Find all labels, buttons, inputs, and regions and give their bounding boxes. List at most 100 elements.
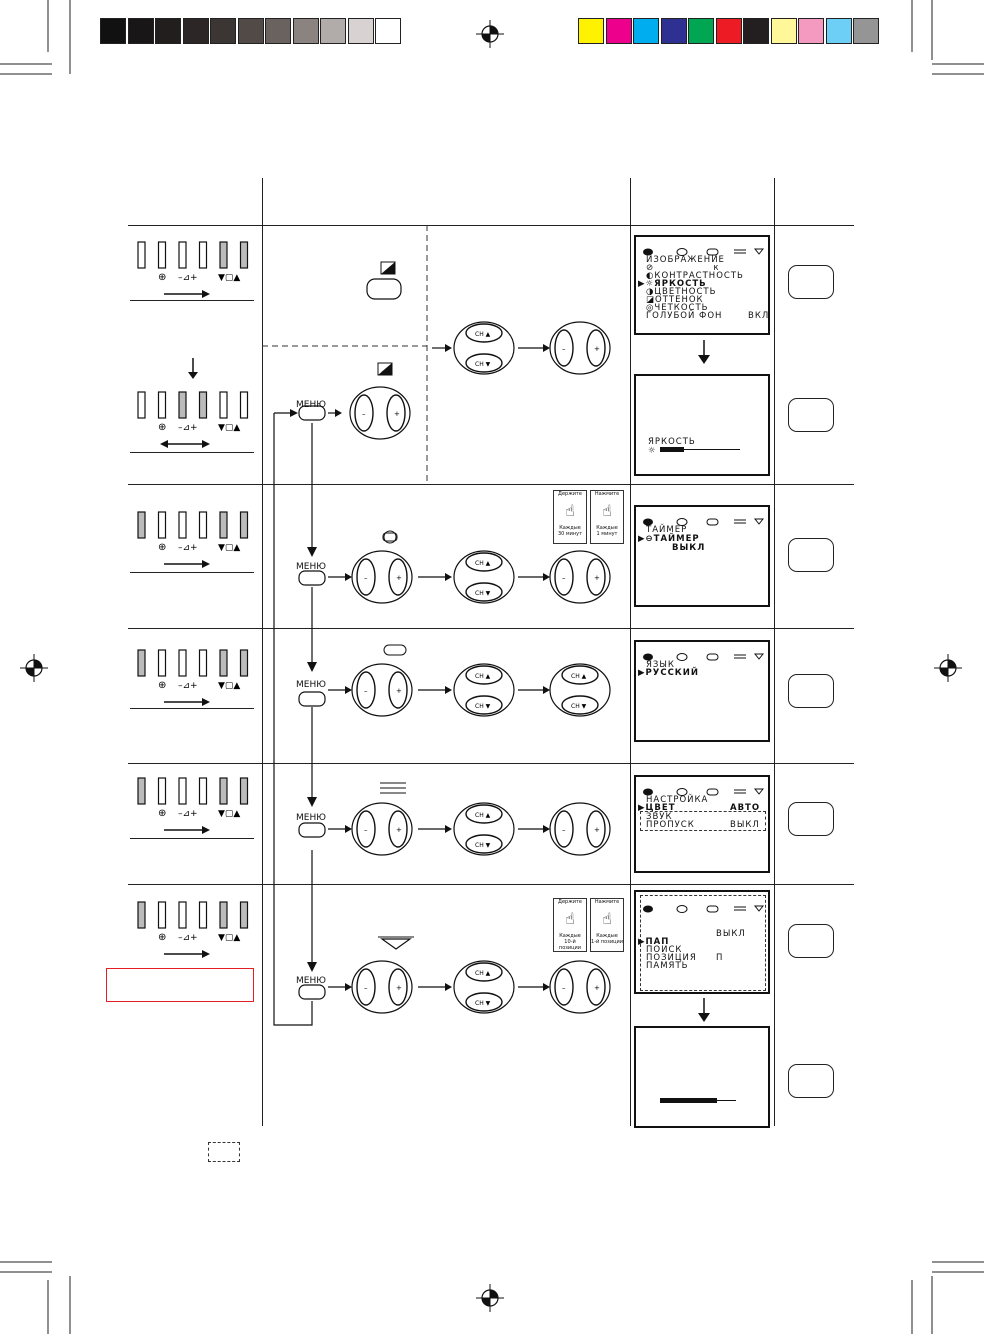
panel-rule <box>130 572 254 573</box>
panel-rule <box>130 300 254 301</box>
osd-menu-icons <box>642 782 765 796</box>
vol-minus-label: – <box>562 345 566 353</box>
osd-menu-icons <box>642 512 765 526</box>
volume-rocker-button: –+ <box>349 386 411 440</box>
ch-down-label: CH ▼ <box>475 842 491 849</box>
ch-up-label: CH ▲ <box>475 970 491 977</box>
arrow-right-icon <box>345 573 352 581</box>
color-swatch <box>798 18 824 44</box>
volume-icon: –⊿+ <box>178 423 198 433</box>
color-swatch <box>660 18 687 44</box>
brightness-bar-fill <box>660 447 684 452</box>
registration-icon <box>934 654 962 686</box>
hold-hint-title: Держите <box>558 491 582 497</box>
osd-item-timer: ▶⊖ТАЙМЕР <box>638 534 700 544</box>
arrow-right-icon <box>202 560 210 568</box>
language-tab-icon <box>706 653 719 661</box>
channel-icon: ▼▢▲ <box>218 681 240 691</box>
gray-swatch <box>347 18 374 44</box>
ch-up-label: CH ▲ <box>475 560 491 567</box>
row-divider <box>128 763 854 764</box>
osd-item-brightness: ▶☼ЯРКОСТЬ <box>638 279 707 289</box>
arrow-right-icon <box>202 826 210 834</box>
color-swatch <box>770 18 797 44</box>
osd-menu-icons <box>642 647 765 661</box>
language-label: РУССКИЙ <box>645 668 699 678</box>
note-box <box>788 674 834 708</box>
bluebg-label: ГОЛУБОЙ ФОН <box>646 311 723 321</box>
vol-minus-label: – <box>364 984 368 992</box>
note-box <box>788 924 834 958</box>
vol-plus-label: + <box>594 984 600 992</box>
position-label: ПОЗИЦИЯ <box>646 953 697 963</box>
picture-tab-icon <box>643 518 653 526</box>
channel-rocker-button: CH ▲CH ▼ <box>453 802 515 856</box>
osd-screen-picture: ИЗОБРАЖЕНИЕ ⊘ к ◐КОНТРАСТНОСТЬ ▶☼ЯРКОСТЬ… <box>634 235 770 335</box>
arrow-right-icon <box>445 573 452 581</box>
hold-hint-title: Держите <box>558 899 582 905</box>
vol-plus-label: + <box>394 410 400 418</box>
input-icon: ⊕ <box>158 808 166 819</box>
vol-minus-label: – <box>364 826 368 834</box>
color-swatch <box>743 18 769 44</box>
position-value: П <box>716 953 724 963</box>
language-tab-icon <box>706 905 719 913</box>
volume-rocker-button: –+ <box>351 960 413 1014</box>
timer-tab-icon <box>676 518 688 526</box>
osd-item-language: ▶РУССКИЙ <box>638 668 699 678</box>
osd-menu-icons <box>642 242 765 256</box>
osd-title: НАСТРОЙКА <box>646 795 709 805</box>
osd-screen-language: ЯЗЫК ▶РУССКИЙ <box>634 640 770 742</box>
warning-box <box>106 968 254 1002</box>
arrow-right-icon <box>445 344 452 352</box>
menu-button <box>298 405 326 421</box>
ch-down-label: CH ▼ <box>475 703 491 710</box>
language-tab-icon <box>706 248 719 256</box>
pointer-icon: ▶ <box>638 534 646 544</box>
panel-buttons-strip: ⊕–⊿+▼▢▲ <box>137 241 249 298</box>
osd-title: ТАЙМЕР <box>646 525 688 535</box>
osd-title: ЯЗЫК <box>646 660 675 670</box>
arrow-right-icon <box>543 686 550 694</box>
osd-item-color: ▶ЦВЕТ <box>638 804 676 813</box>
color-swatch <box>825 18 852 44</box>
channel-rocker-button: CH ▲CH ▼ <box>453 663 515 717</box>
brightness-label: ЯРКОСТЬ <box>654 279 707 289</box>
hand-press-icon: ☝ <box>602 909 612 928</box>
arrow-right-icon <box>543 344 550 352</box>
press-hint-each: Каждые <box>596 525 618 531</box>
osd-screen-timer: ТАЙМЕР ▶⊖ТАЙМЕР ВЫКЛ <box>634 505 770 607</box>
volume-rocker-button: –+ <box>549 960 611 1014</box>
timer-label: ТАЙМЕР <box>653 534 700 544</box>
volume-rocker-button: –+ <box>351 802 413 856</box>
column-divider <box>630 178 631 1126</box>
vol-minus-label: – <box>562 826 566 834</box>
gray-swatch <box>182 18 209 44</box>
hand-press-icon: ☝ <box>565 501 575 520</box>
timer-tab-icon <box>676 788 688 796</box>
gray-swatch <box>265 18 291 44</box>
volume-rocker-button: –+ <box>549 321 611 375</box>
loop-back-line <box>273 413 313 1026</box>
hand-press-icon: ☝ <box>565 909 575 928</box>
dashed-dividers <box>262 225 428 485</box>
arrow-right-icon <box>202 440 210 448</box>
front-panel-controls: ⊕–⊿+▼▢▲ <box>130 648 254 710</box>
hand-press-icon: ☝ <box>602 501 612 520</box>
bluebg-value: ВКЛ <box>748 311 770 321</box>
panel-buttons-strip: ⊕–⊿+▼▢▲ <box>137 777 249 834</box>
arrow-right-icon <box>202 950 210 958</box>
arrow-right-icon <box>445 983 452 991</box>
channel-rocker-button: CH ▲CH ▼ <box>549 663 611 717</box>
volume-rocker-button: –+ <box>549 802 611 856</box>
dashed-highlight <box>640 895 766 991</box>
volume-icon: –⊿+ <box>178 273 198 283</box>
channel-icon: ▼▢▲ <box>218 423 240 433</box>
menu-label: МЕНЮ <box>296 562 326 572</box>
down-arrow-icon <box>188 358 198 379</box>
volume-icon: –⊿+ <box>178 543 198 553</box>
vol-minus-label: – <box>562 984 566 992</box>
volume-icon: –⊿+ <box>178 933 198 943</box>
picture-tab-icon <box>643 905 653 913</box>
timer-tab-icon <box>676 905 688 913</box>
